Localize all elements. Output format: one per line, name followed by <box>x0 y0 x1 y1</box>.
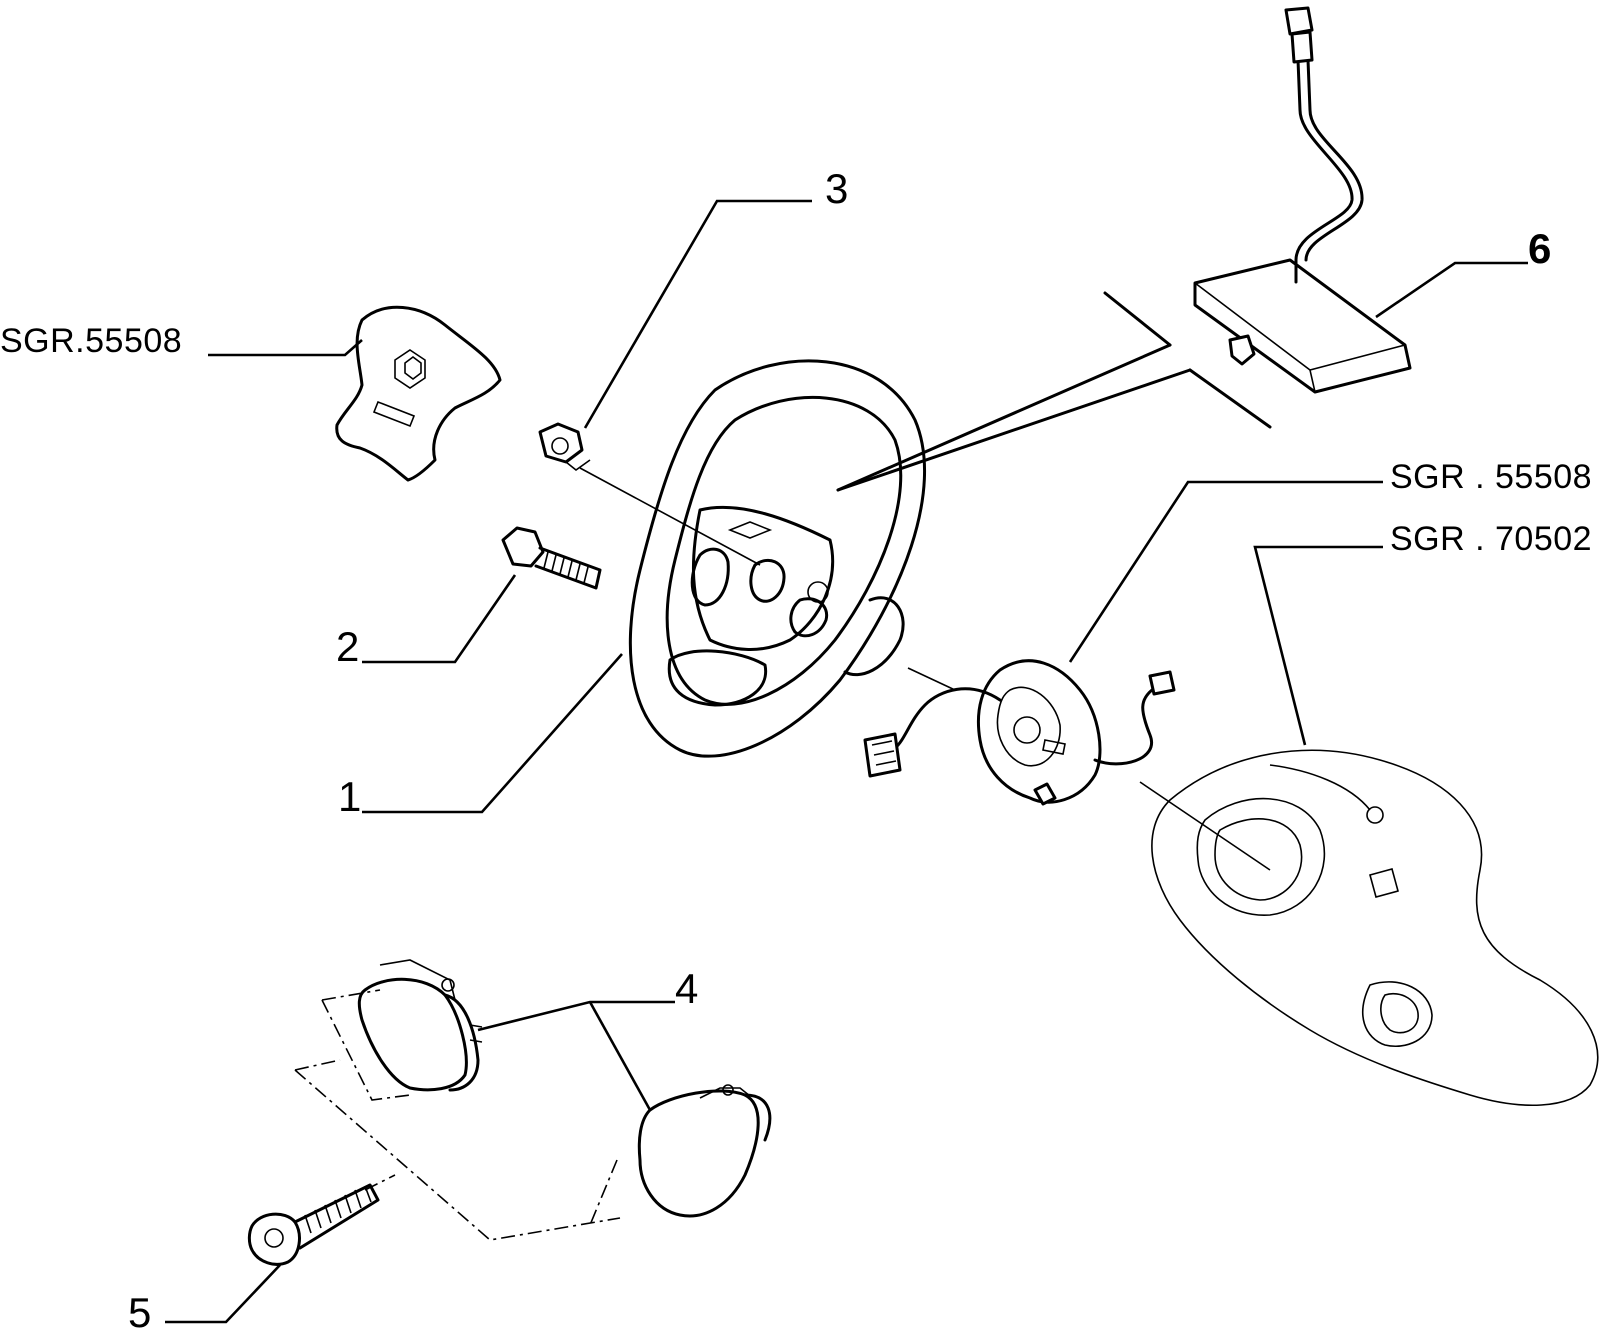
horn-pad-cover <box>335 305 502 482</box>
callout-2: 2 <box>336 623 360 670</box>
leader-2 <box>362 574 517 664</box>
leader-5 <box>165 1264 281 1324</box>
callout-5: 5 <box>128 1289 152 1336</box>
horn-button-lower <box>637 1084 772 1218</box>
ref-label-right-2: SGR . 70502 <box>1390 520 1593 558</box>
ref-label-left: SGR.55508 <box>0 322 183 360</box>
steering-wheel <box>628 359 927 758</box>
leader-1 <box>362 653 623 814</box>
leader-ref-right-2 <box>1253 545 1383 746</box>
horn-button-upper <box>357 959 483 1092</box>
leader-ref-right-1 <box>1068 480 1383 663</box>
callout-6: 6 <box>1528 225 1552 272</box>
callout-1: 1 <box>338 773 362 820</box>
leader-4 <box>477 1000 675 1032</box>
callout-4: 4 <box>675 965 699 1012</box>
callout-3: 3 <box>825 165 849 212</box>
flange-nut <box>538 422 591 472</box>
leader-ref-left <box>208 339 363 357</box>
leader-6 <box>1375 261 1528 319</box>
screw <box>247 1183 380 1266</box>
column-shroud <box>1151 749 1599 1107</box>
bolt <box>501 526 602 590</box>
leader-3 <box>583 199 812 429</box>
clock-spring <box>863 659 1176 806</box>
ref-label-right-1: SGR . 55508 <box>1390 458 1593 496</box>
control-module <box>1193 6 1412 394</box>
